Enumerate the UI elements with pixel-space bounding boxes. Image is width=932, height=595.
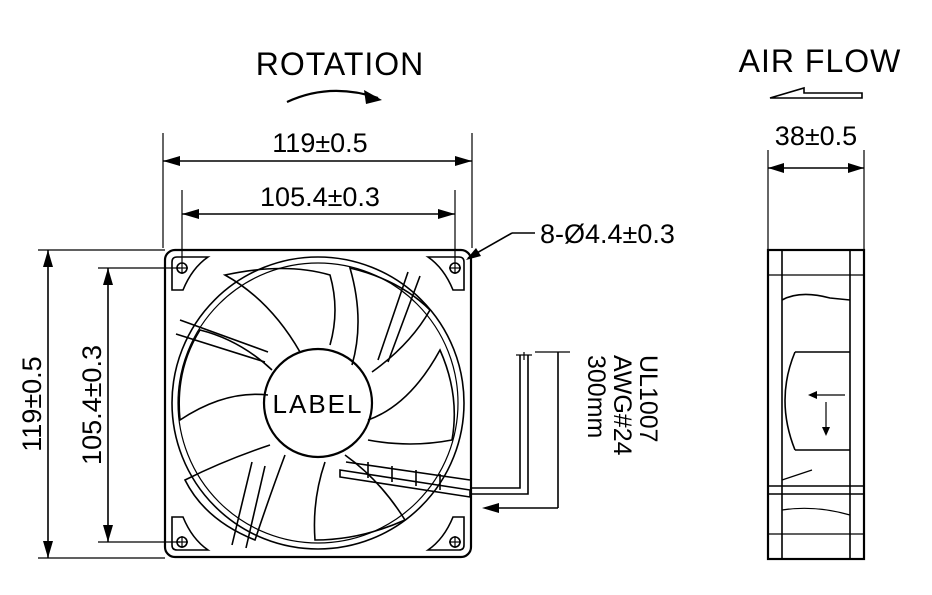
fan-struts bbox=[175, 271, 421, 549]
dimension-width-outer-label: 119±0.5 bbox=[272, 128, 367, 158]
wire-spec-length: 300mm bbox=[582, 355, 610, 438]
mounting-hole-icon bbox=[176, 262, 188, 274]
fan-front-view: LABEL bbox=[163, 248, 473, 559]
flow-direction-icon bbox=[808, 391, 845, 436]
hub-label: LABEL bbox=[273, 389, 364, 419]
lead-wires bbox=[470, 352, 532, 495]
wire-spec: 300mm AWG#24 UL1007 bbox=[582, 355, 662, 456]
dimension-height-outer: 119±0.5 bbox=[17, 249, 165, 559]
rotation-title: ROTATION bbox=[256, 46, 425, 82]
dimension-height-holes: 105.4±0.3 bbox=[77, 267, 180, 543]
airflow-title: AIR FLOW bbox=[739, 43, 902, 79]
dimension-width-outer: 119±0.5 bbox=[162, 128, 473, 248]
fan-hub bbox=[262, 347, 374, 459]
mounting-hole-icon bbox=[449, 536, 461, 548]
mounting-hole-icon bbox=[449, 262, 461, 274]
dimension-wire-length bbox=[482, 351, 570, 513]
dimension-depth-label: 38±0.5 bbox=[775, 121, 857, 151]
dimension-height-holes-label: 105.4±0.3 bbox=[77, 345, 107, 465]
dimension-depth: 38±0.5 bbox=[767, 121, 865, 250]
dimension-width-holes: 105.4±0.3 bbox=[181, 182, 456, 262]
mounting-hole-icon bbox=[176, 536, 188, 548]
fan-blades bbox=[178, 266, 456, 542]
wire-channel bbox=[339, 461, 471, 498]
dimension-hole-spec-label: 8-Ø4.4±0.3 bbox=[540, 219, 675, 249]
wire-spec-standard: UL1007 bbox=[634, 355, 662, 443]
airflow-arrow-icon bbox=[769, 86, 863, 99]
rotation-arrow-icon bbox=[286, 89, 382, 104]
wire-spec-gauge: AWG#24 bbox=[608, 355, 636, 456]
fan-side-view bbox=[766, 248, 866, 561]
dimension-height-outer-label: 119±0.5 bbox=[17, 356, 47, 451]
dimension-hole-spec: 8-Ø4.4±0.3 bbox=[466, 219, 675, 260]
dimension-width-holes-label: 105.4±0.3 bbox=[260, 182, 380, 212]
